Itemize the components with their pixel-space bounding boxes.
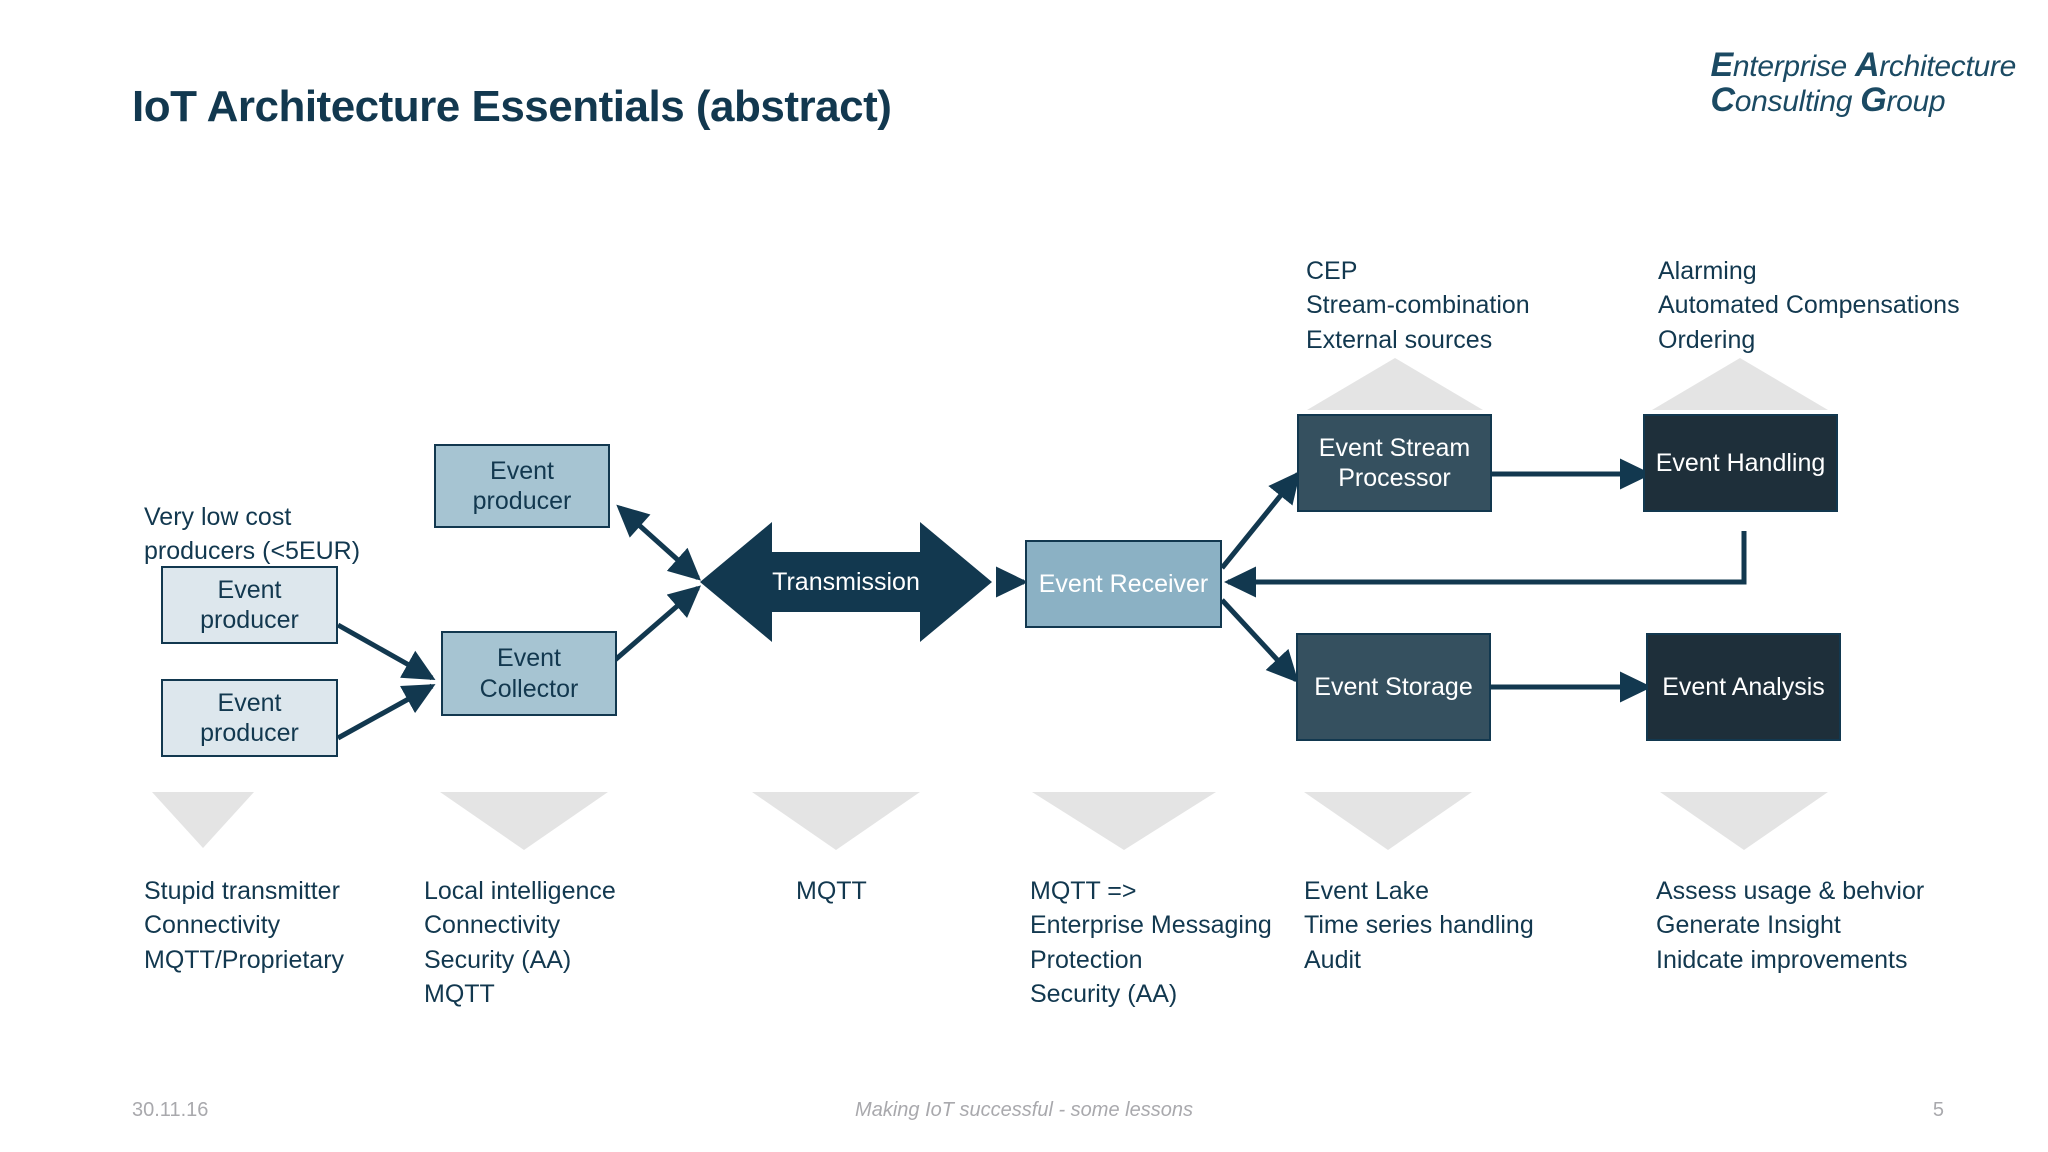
edge-producer1-collector — [336, 622, 436, 681]
edge-receiver-storage — [1220, 598, 1299, 683]
down-arrow-4 — [1032, 792, 1216, 850]
callout-alarming: Alarming Automated Compensations Orderin… — [1658, 257, 1960, 354]
node-transmission-label: Transmission — [772, 568, 920, 596]
callout-very-low-cost: Very low cost producers (<5EUR) — [144, 503, 361, 566]
logo-text-enterprise: nterprise — [1732, 50, 1855, 83]
node-event-producer-3[interactable]: Event producer — [434, 444, 610, 528]
edge-producer2-collector — [336, 683, 436, 741]
down-arrow-6 — [1660, 792, 1828, 850]
company-logo: Enterprise Architecture Consulting Group — [1710, 46, 2017, 119]
logo-cap-c: C — [1710, 80, 1736, 119]
node-event-stream-processor[interactable]: Event Stream Processor — [1297, 414, 1492, 512]
node-event-receiver[interactable]: Event Receiver — [1025, 540, 1222, 628]
bottom-annotation-storage: Event Lake Time series handling Audit — [1304, 877, 1534, 974]
edge-producer-upper-transmission — [616, 504, 701, 581]
down-arrow-3 — [752, 792, 920, 850]
footer-subtitle: Making IoT successful - some lessons — [855, 1099, 1193, 1121]
gray-down-arrows — [152, 792, 1828, 850]
node-event-analysis[interactable]: Event Analysis — [1646, 633, 1841, 741]
bottom-annotation-analysis: Assess usage & behvior Generate Insight … — [1656, 877, 1925, 974]
logo-cap-g: G — [1860, 80, 1887, 119]
bottom-annotation-receiver: MQTT => Enterprise Messaging Protection … — [1030, 877, 1272, 1008]
logo-cap-a: A — [1854, 46, 1880, 84]
edge-handling-feedback — [1223, 531, 1747, 598]
down-arrow-1 — [152, 792, 254, 848]
logo-line-1: Enterprise Architecture — [1710, 46, 2017, 84]
logo-text-group: roup — [1886, 84, 1946, 118]
gray-up-arrows — [1307, 358, 1828, 410]
bottom-annotation-producers: Stupid transmitter Connectivity MQTT/Pro… — [144, 877, 345, 974]
node-event-producer-2[interactable]: Event producer — [161, 679, 338, 757]
down-arrow-2 — [440, 792, 608, 850]
footer-page-number: 5 — [1932, 1099, 1944, 1121]
logo-text-architecture: rchitecture — [1879, 50, 2016, 83]
up-arrow-alarming — [1652, 358, 1828, 410]
node-event-handling[interactable]: Event Handling — [1643, 414, 1838, 512]
down-arrow-5 — [1304, 792, 1472, 850]
bottom-annotation-transmission: MQTT — [796, 877, 867, 905]
logo-cap-e: E — [1710, 46, 1734, 84]
footer-date: 30.11.16 — [132, 1099, 209, 1121]
node-event-collector[interactable]: Event Collector — [441, 631, 617, 716]
callout-cep: CEP Stream-combination External sources — [1306, 257, 1530, 354]
up-arrow-cep — [1307, 358, 1483, 410]
node-event-producer-1[interactable]: Event producer — [161, 566, 338, 644]
edge-receiver-stream — [1220, 470, 1301, 570]
bottom-annotation-collector: Local intelligence Connectivity Security… — [424, 877, 616, 1008]
logo-text-consulting: onsulting — [1734, 84, 1861, 118]
page-title: IoT Architecture Essentials (abstract) — [132, 82, 892, 131]
edge-collector-transmission — [613, 585, 702, 662]
node-event-storage[interactable]: Event Storage — [1296, 633, 1491, 741]
logo-line-2: Consulting Group — [1710, 80, 2016, 119]
